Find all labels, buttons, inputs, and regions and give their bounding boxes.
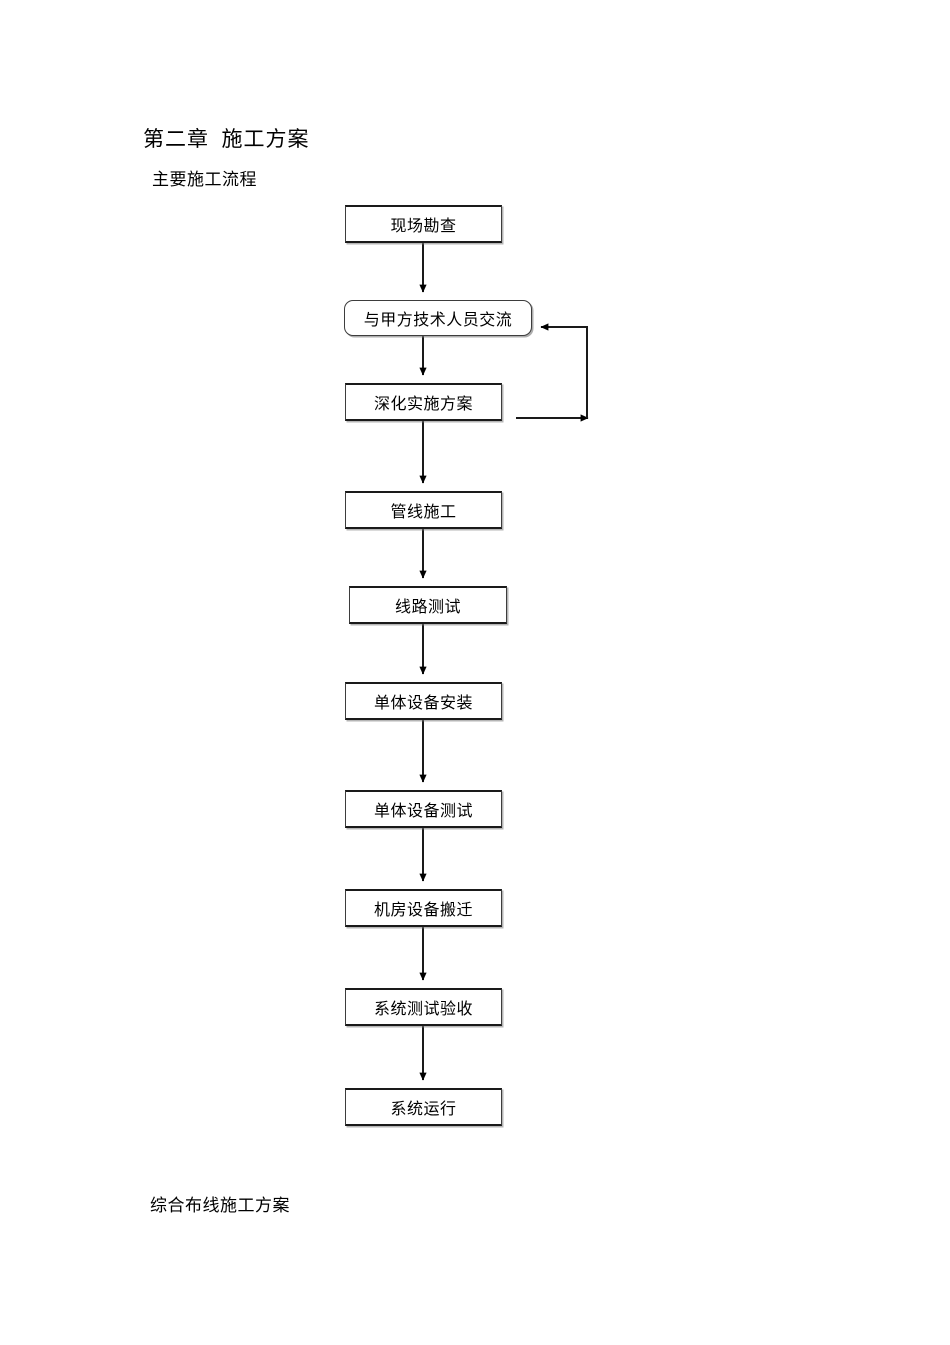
flow-node-equipment-room-relocation[interactable]: 机房设备搬迁 [345, 889, 502, 927]
flow-node-pipeline-construction[interactable]: 管线施工 [345, 491, 502, 529]
flow-node-single-device-testing[interactable]: 单体设备测试 [345, 790, 502, 828]
flow-node-client-tech-communication[interactable]: 与甲方技术人员交流 [344, 300, 532, 336]
flow-node-label: 与甲方技术人员交流 [363, 312, 513, 329]
flow-node-label: 系统运行 [390, 1101, 457, 1118]
edge-feedback-return [540, 323, 588, 418]
flow-node-system-operation[interactable]: 系统运行 [345, 1088, 502, 1126]
section-subtitle: 主要施工流程 [152, 170, 257, 189]
flow-node-single-device-installation[interactable]: 单体设备安装 [345, 682, 502, 720]
flow-node-line-testing[interactable]: 线路测试 [349, 586, 507, 624]
flow-node-label: 现场勘查 [390, 218, 457, 235]
flow-node-label: 系统测试验收 [373, 1001, 473, 1018]
flow-node-label: 管线施工 [390, 504, 457, 521]
flow-node-label: 单体设备测试 [373, 803, 473, 820]
flow-node-detailed-implementation-plan[interactable]: 深化实施方案 [345, 383, 502, 421]
flow-node-system-test-acceptance[interactable]: 系统测试验收 [345, 988, 502, 1026]
chapter-heading: 第二章 施工方案 [143, 127, 310, 151]
flow-node-site-survey[interactable]: 现场勘查 [345, 205, 502, 243]
flow-node-label: 单体设备安装 [373, 695, 473, 712]
flow-node-label: 深化实施方案 [373, 396, 473, 413]
footer-note: 综合布线施工方案 [150, 1196, 290, 1215]
flow-node-label: 线路测试 [394, 599, 461, 616]
flow-node-label: 机房设备搬迁 [373, 902, 473, 919]
